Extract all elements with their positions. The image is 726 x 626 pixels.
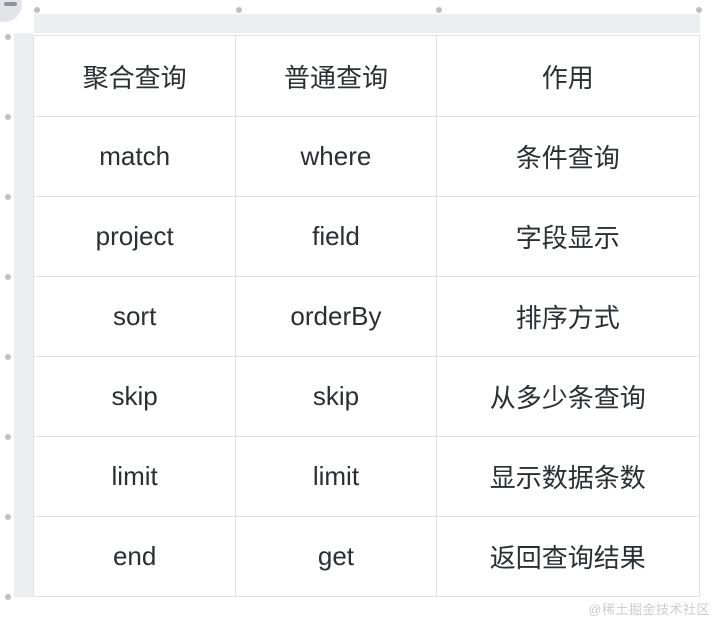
table-cell[interactable]: 条件查询 [435, 116, 701, 197]
table-cell[interactable]: limit [32, 436, 237, 517]
row-header-band[interactable] [14, 33, 33, 597]
table-cell[interactable]: skip [32, 356, 237, 437]
table-cell[interactable]: skip [235, 356, 437, 437]
watermark-text: @稀土掘金技术社区 [588, 602, 710, 617]
row-handle-dot-0[interactable] [5, 34, 11, 40]
table-cell[interactable]: project [32, 196, 237, 277]
table-cell[interactable]: orderBy [235, 276, 437, 357]
row-handle-dot-7[interactable] [5, 594, 11, 600]
table-cell[interactable]: get [235, 516, 437, 597]
table-header-row: 聚合查询 普通查询 作用 [32, 35, 701, 117]
table-cell[interactable]: 字段显示 [435, 196, 701, 277]
row-handle-dot-2[interactable] [5, 194, 11, 200]
table-cell[interactable]: sort [32, 276, 237, 357]
column-header-normal[interactable]: 普通查询 [235, 35, 437, 117]
column-handle-dot-2[interactable] [436, 7, 442, 13]
row-handle-dot-1[interactable] [5, 114, 11, 120]
row-handle-dot-6[interactable] [5, 514, 11, 520]
table-cell[interactable]: 排序方式 [435, 276, 701, 357]
table-cell[interactable]: limit [235, 436, 437, 517]
column-header-band[interactable] [34, 14, 700, 33]
table-cell[interactable]: where [235, 116, 437, 197]
row-handle-dot-3[interactable] [5, 274, 11, 280]
collapse-dash-icon [4, 2, 17, 6]
column-handle-dot-0[interactable] [34, 7, 40, 13]
row-handle-dot-5[interactable] [5, 434, 11, 440]
table-cell[interactable]: 显示数据条数 [435, 436, 701, 517]
table-cell[interactable]: 返回查询结果 [435, 516, 701, 597]
table-cell[interactable]: end [32, 516, 237, 597]
table-cell[interactable]: 从多少条查询 [435, 356, 701, 437]
table-cell[interactable]: field [235, 196, 437, 277]
row-handle-dot-4[interactable] [5, 354, 11, 360]
column-header-purpose[interactable]: 作用 [435, 35, 701, 117]
table-cell[interactable]: match [32, 116, 237, 197]
collapse-corner-button[interactable] [0, 0, 22, 22]
column-handle-dot-1[interactable] [236, 7, 242, 13]
column-header-aggregate[interactable]: 聚合查询 [32, 35, 237, 117]
column-handle-dot-3[interactable] [696, 7, 702, 13]
